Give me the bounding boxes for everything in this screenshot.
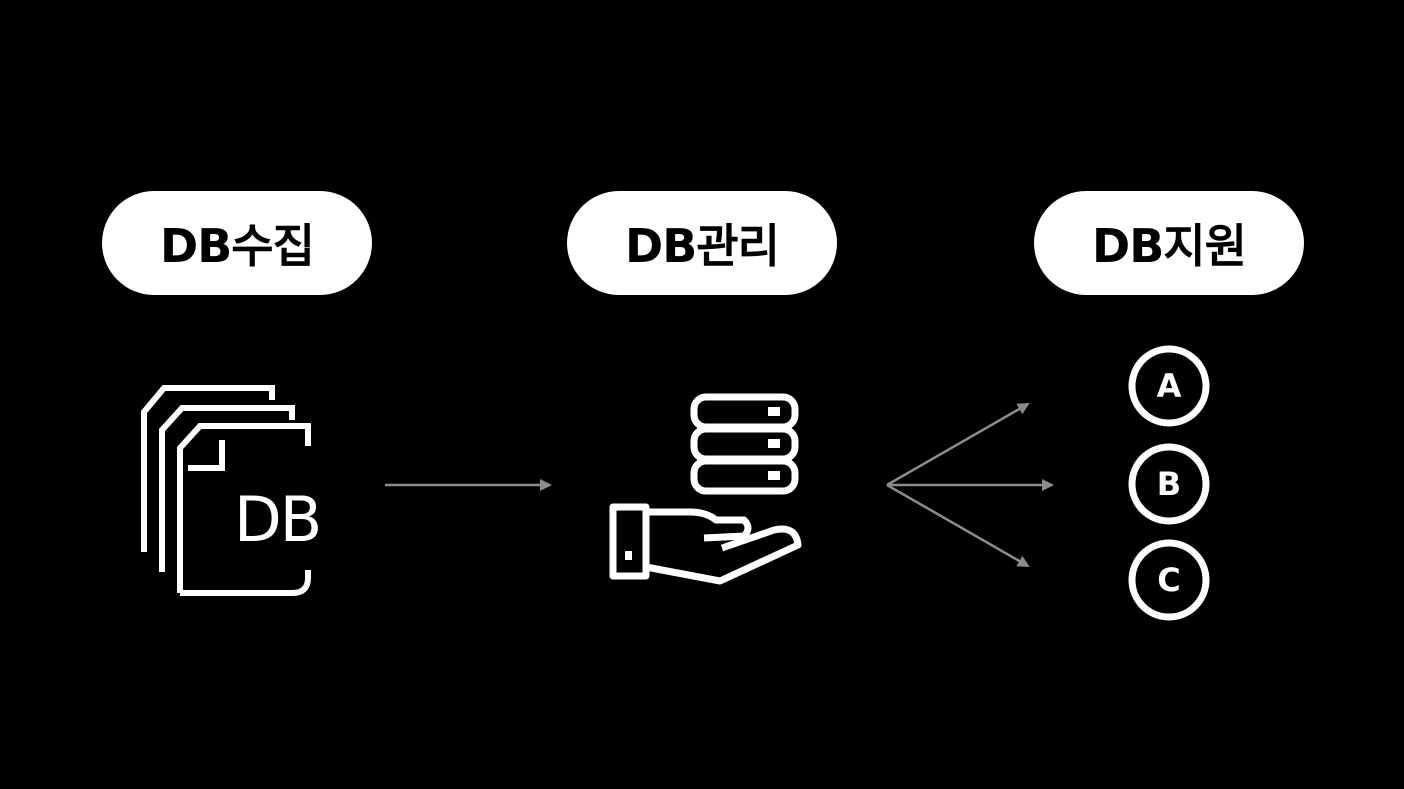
document-db-text: DB — [234, 483, 320, 556]
document-front-icon — [177, 423, 311, 593]
arrow-to-option-a — [886, 402, 1030, 487]
option-circles-icon: A B C — [1128, 345, 1210, 621]
server-led-group — [625, 407, 780, 560]
hand-palm — [645, 525, 802, 585]
hand-cuff-dot-icon — [625, 551, 632, 560]
server-led-icon — [768, 439, 780, 448]
hand-thumb — [646, 508, 752, 542]
stage-collect-text: DB수집 — [160, 219, 315, 273]
server-led-icon — [768, 407, 780, 416]
document-front-bottom — [180, 570, 311, 596]
option-a-text: A — [1157, 367, 1182, 405]
stage-support-text: DB지원 — [1092, 219, 1247, 273]
option-c-circle — [1128, 539, 1210, 621]
server-led-icon — [768, 471, 780, 480]
stage-manage-text: DB관리 — [625, 219, 780, 273]
option-b-text: B — [1157, 465, 1181, 503]
option-c-text: C — [1157, 561, 1180, 599]
document-back-icon — [141, 385, 275, 552]
hand-cuff — [609, 503, 650, 580]
hand-holding-server-icon — [609, 393, 802, 585]
document-fold-icon — [188, 440, 225, 471]
stage-collect-label: DB수집 — [102, 191, 372, 295]
option-a-circle — [1128, 345, 1210, 427]
option-b-circle — [1128, 443, 1210, 525]
stage-support-label: DB지원 — [1034, 191, 1304, 295]
document-stack-icon — [141, 385, 311, 596]
arrow-to-option-c — [886, 483, 1030, 568]
server-unit-bottom — [690, 457, 799, 495]
stage-manage-label: DB관리 — [567, 191, 837, 295]
document-middle-icon — [159, 405, 295, 572]
fan-out-arrows — [886, 402, 1054, 568]
